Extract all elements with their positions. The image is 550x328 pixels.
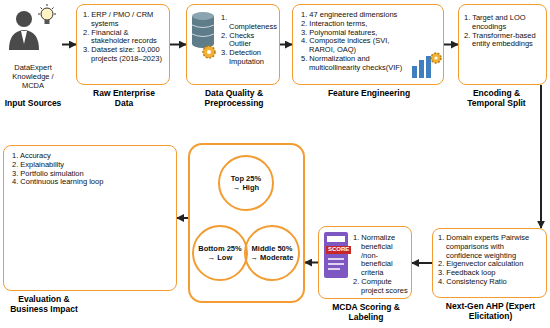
text-body: 1. 47 engineered dimensions2. Interactio… [293, 5, 443, 72]
bar [419, 60, 424, 78]
expert-body [9, 30, 39, 50]
tier-text: → Low [198, 253, 241, 262]
db-gear [203, 46, 215, 58]
list-item: 2. Checks Outlier [221, 32, 276, 50]
list-item: 4. Continuous learning loop [12, 178, 172, 187]
text-body: Bottom 25%→ Low [198, 244, 241, 262]
bar [426, 56, 431, 78]
score-sheet [324, 232, 348, 278]
bulb-rays [38, 4, 56, 14]
gear [431, 53, 441, 63]
db-body [192, 16, 214, 44]
list-item: 3. Dataset size: 10,000 projects (2018–2… [83, 46, 165, 64]
bulb-glass [41, 8, 53, 20]
feature-icon [412, 53, 441, 78]
list-item: 1. Target and LOO encodings [464, 14, 543, 32]
bulb-base [45, 20, 50, 24]
tier-circle: Bottom 25%→ Low [192, 225, 248, 281]
flow-arrow [305, 262, 318, 264]
text-body: Middle 50%→ Moderate [251, 244, 294, 262]
icon-label: SCORE [326, 246, 351, 254]
list-item: 1. Accuracy [12, 152, 172, 161]
tier-text: Middle 50% [251, 244, 294, 253]
list-item: 2. Explainability [12, 161, 172, 170]
score-lines [328, 259, 344, 269]
tier-text: Top 25% [231, 174, 261, 183]
flow-arrow [62, 44, 76, 46]
text-body: 1. Accuracy2. Explainability3. Portfolio… [4, 146, 176, 187]
stage-heading: Encoding & Temporal Split [459, 89, 534, 109]
list-item: 4. Composite indices (SVI, RAROI, OAQ) [301, 37, 407, 55]
list-item: DataExpert Knowledge / MCDA [4, 64, 62, 90]
input-source: DataExpert Knowledge / MCDAInput Sources [4, 4, 62, 94]
tier-text: Bottom 25% [198, 244, 241, 253]
text-body: 1. Domain experts Pairwise comparisons w… [433, 229, 546, 287]
list-item: 1. Completeness [221, 14, 276, 32]
process-box: 1. Accuracy2. Explainability3. Portfolio… [3, 145, 177, 291]
list-item: 4. Consistency Ratio [438, 278, 542, 287]
list-item: 2. Compute project scores [353, 278, 408, 296]
database-icon [192, 12, 215, 58]
score-icon [324, 232, 348, 278]
stage-heading: Next-Gen AHP (Expert Elicitation) [433, 302, 548, 322]
tier-text: → High [231, 183, 261, 192]
bar [412, 66, 417, 78]
process-box: 1. Domain experts Pairwise comparisons w… [432, 228, 547, 298]
stage-heading: Evaluation & Business Impact [4, 295, 84, 315]
flow-arrow [280, 44, 292, 46]
list-item: 3. Feedback loop [438, 269, 542, 278]
process-box: 1. 47 engineered dimensions2. Interactio… [292, 4, 444, 85]
stage-heading: Raw Enterprise Data [83, 89, 165, 109]
flow-arrow [540, 85, 542, 228]
text-body: 1. Normalize beneficial /non-beneficial … [319, 227, 411, 295]
text-body: DataExpert Knowledge / MCDA [4, 4, 62, 90]
process-box: 1. ERP / PMO / CRM systems2. Financial &… [76, 4, 170, 85]
list-item: 1. ERP / PMO / CRM systems [83, 11, 165, 29]
tier-circle: Middle 50%→ Moderate [244, 225, 300, 281]
list-item: 3. Detection Imputation [221, 49, 276, 67]
text-body: Top 25%→ High [231, 174, 261, 192]
stage-heading: Data Quality & Preprocessing [191, 89, 277, 109]
score-line [327, 236, 345, 242]
db-rings [192, 25, 214, 37]
tier-text: → Moderate [251, 253, 294, 262]
flow-arrow [177, 217, 188, 219]
process-box: 1. Normalize beneficial /non-beneficial … [318, 226, 412, 299]
expert-icon [9, 4, 56, 50]
process-box: 1. Target and LOO encodings2. Transforme… [458, 4, 547, 85]
stage-heading: Input Sources [4, 99, 62, 109]
flow-arrow [412, 262, 432, 264]
flow-arrow [444, 44, 458, 46]
text-body: 1. ERP / PMO / CRM systems2. Financial &… [77, 5, 169, 64]
list-item: 1. Domain experts Pairwise comparisons w… [438, 234, 542, 260]
list-item: 2. Interaction terms, [301, 20, 407, 29]
flow-arrow [170, 44, 186, 46]
process-box: 1. Completeness2. Checks Outlier3. Detec… [186, 4, 280, 85]
list-item: 2. Transformer-based entity embeddings [464, 32, 543, 50]
expert-head [16, 11, 32, 27]
tier-circle: Top 25%→ High [218, 155, 274, 211]
group-box: Top 25%→ HighBottom 25%→ LowMiddle 50%→ … [188, 143, 305, 303]
text-body: 1. Completeness2. Checks Outlier3. Detec… [187, 5, 279, 67]
list-item: 1. Normalize beneficial /non-beneficial … [353, 234, 408, 278]
list-item: 2. Financial & stakeholder records [83, 29, 165, 47]
db-gear-hole [207, 50, 211, 54]
stage-heading: Feature Engineering [293, 89, 445, 99]
text-body: 1. Target and LOO encodings2. Transforme… [459, 5, 546, 49]
list-item: 1. 47 engineered dimensions [301, 11, 407, 20]
list-item: 5. Normalization and multicollinearity c… [301, 55, 407, 73]
stage-heading: MCDA Scoring & Labeling [319, 303, 413, 323]
list-item: 2. Eigenvector calculation [438, 260, 542, 269]
expert-collar [21, 31, 27, 44]
db-top [192, 12, 214, 20]
gear-hole [434, 56, 437, 59]
list-item: 3. Polynomial features, [301, 29, 407, 38]
list-item: 3. Portfolio simulation [12, 170, 172, 179]
